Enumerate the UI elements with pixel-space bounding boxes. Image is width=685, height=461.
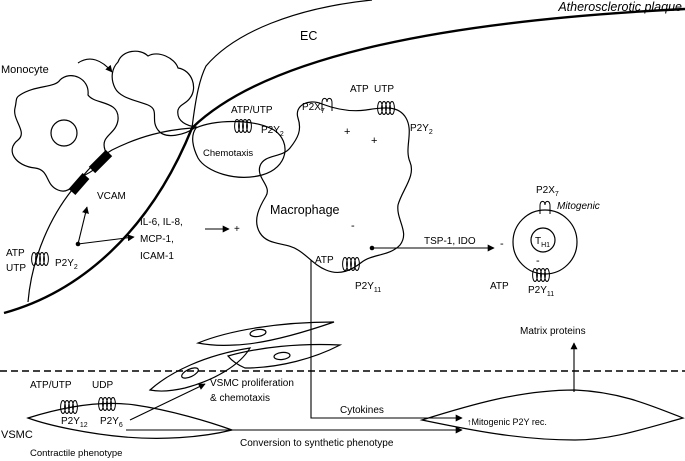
mac-atp-label: ATP: [350, 84, 369, 95]
receptor-subtype: 2: [280, 131, 284, 138]
mac-p2y2-label: P2Y2: [410, 123, 433, 136]
vcam-induction-arrow: [77, 206, 89, 245]
left-atp-label: ATP: [6, 248, 25, 259]
receptor-subtype: 7: [555, 191, 559, 198]
left-utp-label: UTP: [6, 263, 26, 274]
macrophage-label: Macrophage: [270, 203, 340, 217]
mac-utp-label: UTP: [374, 84, 394, 95]
ec-p2y2-label: P2Y2: [261, 125, 284, 138]
proliferating-vsmc: [226, 343, 343, 369]
mac-p2y11-receptor-icon: [342, 257, 360, 271]
transmigrating-monocyte: [111, 50, 198, 137]
receptor-subtype: 11: [374, 287, 381, 294]
synthetic-vsmc: [419, 389, 685, 441]
mediator-induction-arrow: [77, 234, 135, 245]
mediator-line-2: MCP-1,: [140, 234, 174, 245]
vsmc-nucleus: [181, 367, 199, 379]
receptor-name: P2Y: [528, 285, 547, 296]
proliferation-label-line-1: VSMC proliferation: [210, 378, 294, 389]
mediator-line-3: ICAM-1: [140, 251, 174, 262]
tsp-ido-label: TSP-1, IDO: [424, 236, 476, 247]
cytokines-label: Cytokines: [340, 405, 384, 416]
receptor-name: P2Y: [355, 281, 374, 292]
chemotaxis-label: Chemotaxis: [203, 148, 253, 159]
left-ec-p2y2-receptor-icon: [31, 252, 49, 266]
tcell-inhibition-sign: -: [500, 238, 504, 250]
receptor-subtype: 6: [119, 422, 123, 429]
plaque-surface-line: [3, 7, 685, 315]
proliferating-vsmc: [195, 321, 335, 346]
receptor-subtype: 7: [321, 108, 325, 115]
th1-atp-label: ATP: [490, 281, 509, 292]
matrix-proteins-label: Matrix proteins: [520, 326, 586, 337]
th1-p2y11-label: P2Y11: [528, 285, 554, 298]
mediator-line-1: IL-6, IL-8,: [140, 217, 183, 228]
mac-inhibition-sign: -: [351, 220, 355, 232]
mediator-effect-sign: +: [234, 224, 240, 235]
chemotactic-cell: [192, 120, 286, 178]
ec-label: EC: [300, 29, 317, 43]
p2y2-effect-sign: +: [371, 135, 377, 147]
th1-nucleus: [530, 227, 556, 253]
receptor-subtype: 2: [74, 264, 78, 271]
vsmc-nucleus: [273, 351, 291, 361]
receptor-name: P2X: [302, 102, 321, 113]
conversion-label: Conversion to synthetic phenotype: [240, 438, 394, 449]
proliferating-vsmc: [148, 347, 252, 392]
receptor-name: P2Y: [261, 125, 280, 136]
contractile-phenotype-label: Contractile phenotype: [30, 448, 122, 459]
th1-p2x7-label: P2X7: [536, 185, 559, 198]
mac-bottom-atp-label: ATP: [315, 255, 334, 266]
monocyte-label: Monocyte: [1, 64, 49, 76]
proliferation-arrow: [129, 383, 206, 421]
vcam-adhesion-bar: [88, 149, 113, 174]
mac-p2y11-label: P2Y11: [355, 281, 381, 294]
receptor-subtype: 11: [547, 291, 554, 298]
receptor-subtype: 2: [429, 129, 433, 136]
vsmc-label: VSMC: [1, 429, 33, 441]
left-ec-p2y2-label: P2Y2: [55, 258, 78, 271]
left-endothelial-cell-outline: [27, 127, 193, 303]
th1-label: TH1: [535, 236, 550, 249]
vsmc-p2y12-label: P2Y12: [61, 416, 88, 429]
vcam-label: VCAM: [97, 191, 126, 202]
monocyte-migration-arrow: [77, 58, 113, 73]
receptor-name: P2Y: [55, 258, 74, 269]
th1-p2y11-receptor-icon: [532, 268, 550, 282]
cell-subtype: H1: [541, 242, 550, 249]
receptor-name: P2Y: [410, 123, 429, 134]
proliferation-label-line-2: & chemotaxis: [210, 393, 270, 404]
mitogenic-receptor-note: ↑Mitogenic P2Y rec.: [467, 417, 547, 427]
vsmc-nucleus: [249, 328, 267, 338]
th1-p2x7-channel-icon: [539, 200, 551, 215]
p2x7-effect-sign: +: [344, 126, 350, 138]
receptor-name: P2X: [536, 185, 555, 196]
th1-inhibition-sign: -: [536, 255, 540, 267]
cell-name: T: [535, 236, 541, 247]
vsmc-p2y6-label: P2Y6: [100, 416, 123, 429]
ec-atp-utp-label: ATP/UTP: [231, 105, 273, 116]
mitogenic-note: Mitogenic: [557, 201, 600, 212]
mac-p2x7-label: P2X7: [302, 102, 325, 115]
receptor-subtype: 12: [80, 422, 88, 429]
endothelial-cell-outline: [191, 0, 373, 129]
receptor-name: P2Y: [100, 416, 119, 427]
vcam-adhesion-bar: [68, 173, 90, 195]
macrophage-cell: [256, 101, 412, 274]
receptor-name: P2Y: [61, 416, 80, 427]
vsmc-udp-label: UDP: [92, 380, 113, 391]
monocyte-nucleus: [50, 119, 78, 147]
cytokine-arrow: [310, 260, 463, 422]
vsmc-atp-utp-label: ATP/UTP: [30, 380, 72, 391]
monocyte-cell: [11, 75, 119, 192]
contractile-vsmc: [26, 402, 235, 439]
